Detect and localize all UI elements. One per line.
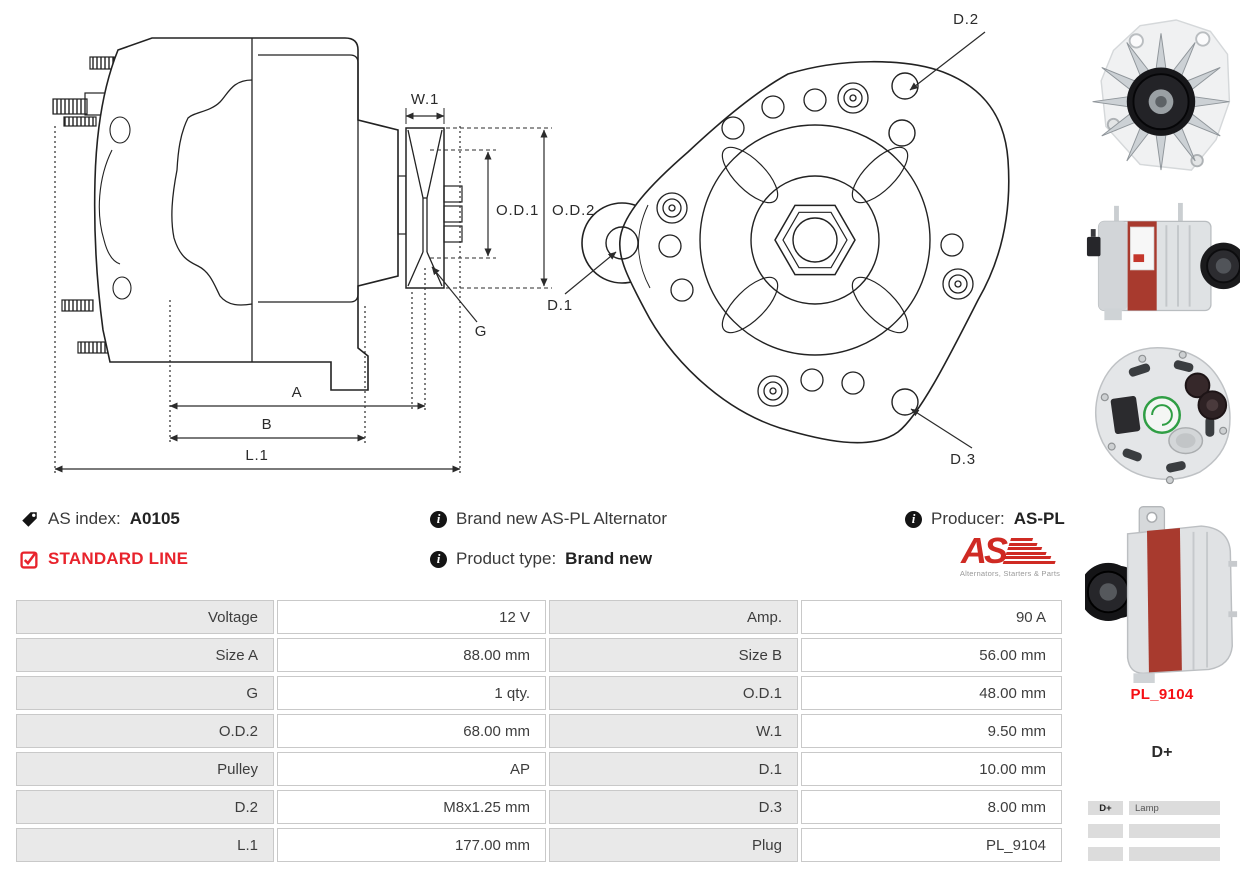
product-type-label: Product type: [456,549,557,568]
dim-label-d2: D.2 [953,11,979,28]
product-type-row: i Product type: Brand new [430,549,652,569]
product-type-value: Brand new [565,549,653,568]
dim-label-d1: D.1 [547,297,573,314]
pinout-terminal-cell: D+ [1088,801,1123,815]
spec-value: M8x1.25 mm [277,790,546,824]
info-icon: i [905,510,922,528]
standard-line-row: STANDARD LINE [20,549,188,569]
spec-label: D.3 [549,790,798,824]
spec-label: Pulley [16,752,274,786]
side-view-drawing [52,37,463,391]
dim-label-od1: O.D.1 [496,202,539,219]
dim-label-w1: W.1 [411,91,439,108]
pinout-empty-row [1088,824,1220,838]
spec-row: L.1 177.00 mm Plug PL_9104 [16,828,1062,862]
plug-code-label: PL_9104 [1130,686,1194,703]
spec-table: Voltage 12 V Amp. 90 A Size A 88.00 mm S… [16,600,1062,866]
pinout-function-cell: Lamp [1129,801,1220,815]
logo-text: AS [960,530,1008,571]
logo-tagline: Alternators, Starters & Parts [959,568,1061,578]
dim-label-g: G [475,323,487,340]
spec-value: 10.00 mm [801,752,1062,786]
pinout-table: D+ Lamp [1088,801,1220,870]
spec-value: 88.00 mm [277,638,546,672]
spec-value: 56.00 mm [801,638,1062,672]
producer-row: i Producer: AS-PL [905,509,1065,529]
standard-line-label: STANDARD LINE [48,549,189,568]
spec-value: 48.00 mm [801,676,1062,710]
info-icon: i [430,550,447,568]
producer-label: Producer: [931,509,1005,528]
product-photo-side-right [1086,202,1240,321]
as-pl-logo: AS Alternators, Starters & Parts [948,530,1072,578]
spec-label: Amp. [549,600,798,634]
spec-value: 90 A [801,600,1062,634]
spec-label: O.D.1 [549,676,798,710]
side-view-dimensions [54,108,552,474]
info-icon: i [430,510,447,528]
product-photo-rear [1094,346,1231,485]
spec-label: L.1 [16,828,274,862]
checkbox-checked-icon [20,550,38,569]
pinout-header-row: D+ Lamp [1088,801,1220,815]
rear-view-drawing [581,60,1010,444]
spec-label: G [16,676,274,710]
spec-row: Pulley AP D.1 10.00 mm [16,752,1062,786]
pinout-empty-row [1088,847,1220,861]
rear-view-dimensions [564,31,986,449]
spec-value: 12 V [277,600,546,634]
spec-value: 9.50 mm [801,714,1062,748]
spec-value: 8.00 mm [801,790,1062,824]
dim-label-d3: D.3 [950,451,976,468]
brand-new-label: Brand new AS-PL Alternator [456,509,668,528]
spec-label: W.1 [549,714,798,748]
technical-drawing: W.1 O.D.1 O.D.2 G A B L.1 D.2 D.1 D.3 [52,11,1010,474]
spec-label: D.1 [549,752,798,786]
spec-row: Size A 88.00 mm Size B 56.00 mm [16,638,1062,672]
dim-label-b: B [262,416,273,433]
product-photo-side-left [1085,506,1238,683]
spec-label: Size B [549,638,798,672]
logo-stripes [1002,538,1063,564]
spec-row: G 1 qty. O.D.1 48.00 mm [16,676,1062,710]
spec-row: O.D.2 68.00 mm W.1 9.50 mm [16,714,1062,748]
spec-value: 177.00 mm [277,828,546,862]
terminal-label: D+ [1151,744,1173,761]
spec-label: D.2 [16,790,274,824]
brand-new-row: i Brand new AS-PL Alternator [430,509,667,529]
spec-row: D.2 M8x1.25 mm D.3 8.00 mm [16,790,1062,824]
dimension-labels: W.1 O.D.1 O.D.2 G A B L.1 D.2 D.1 D.3 [245,11,979,468]
spec-label: O.D.2 [16,714,274,748]
dim-label-l1: L.1 [245,447,268,464]
dim-label-a: A [292,384,303,401]
tag-icon [22,511,37,527]
spec-value: AP [277,752,546,786]
as-index-value: A0105 [129,509,180,528]
spec-row: Voltage 12 V Amp. 90 A [16,600,1062,634]
spec-value: PL_9104 [801,828,1062,862]
dim-label-od2: O.D.2 [552,202,595,219]
as-index-row: AS index: A0105 [20,509,180,529]
product-photo-front [1092,19,1231,171]
spec-value: 1 qty. [277,676,546,710]
spec-label: Voltage [16,600,274,634]
spec-label: Size A [16,638,274,672]
as-index-label: AS index: [48,509,121,528]
spec-label: Plug [549,828,798,862]
producer-value: AS-PL [1013,509,1065,528]
spec-value: 68.00 mm [277,714,546,748]
